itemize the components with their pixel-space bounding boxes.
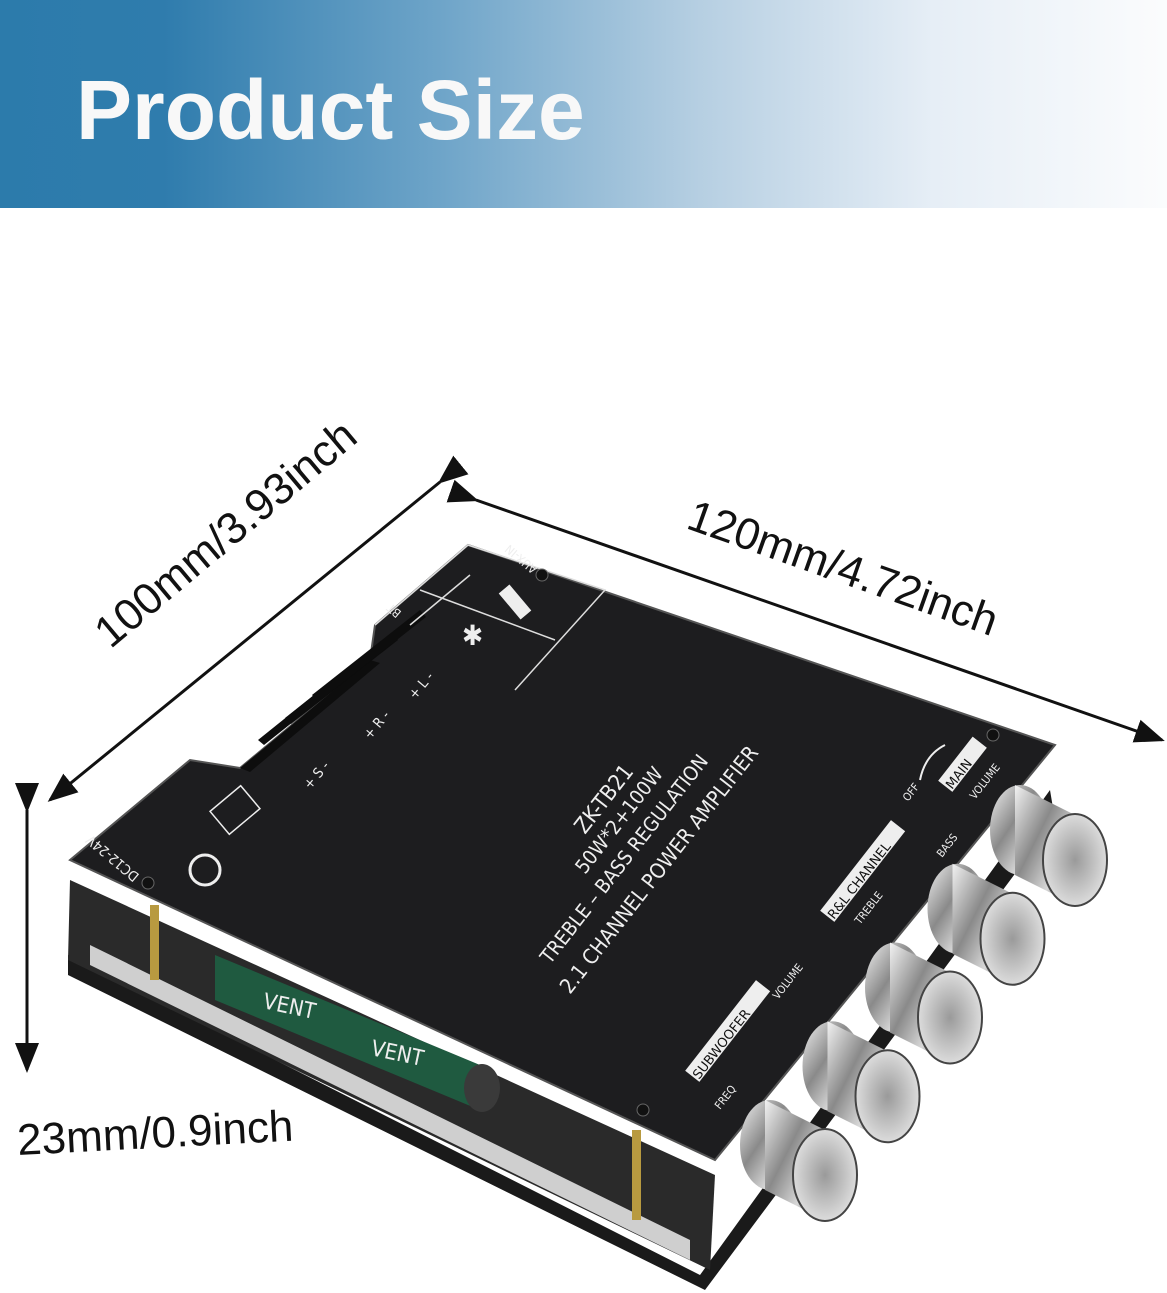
input-panel <box>374 544 607 691</box>
width-arrow <box>47 455 469 802</box>
aux-jack-icon <box>498 584 532 620</box>
knobs <box>740 785 1108 1222</box>
banner-title: Product Size <box>76 63 585 157</box>
volume-arc-icon <box>919 744 946 781</box>
knob-face <box>979 891 1046 986</box>
standoff <box>632 1130 641 1220</box>
height-label: 23mm/0.9inch <box>16 1102 295 1165</box>
length-arrow <box>446 479 1165 743</box>
width-label: 100mm/3.93inch <box>85 411 366 658</box>
knob-face <box>854 1049 921 1144</box>
knob-face <box>792 1128 858 1222</box>
volume-knob[interactable] <box>865 942 983 1065</box>
volume-knob[interactable] <box>990 785 1108 907</box>
knob-face <box>1042 813 1108 907</box>
amplifier-board: VENT VENT BT AUX-IN ✱ + S - + R - + L - <box>68 542 1108 1290</box>
title-banner: Product Size <box>0 0 1167 208</box>
bluetooth-icon: ✱ <box>462 619 483 652</box>
length-label: 120mm/4.72inch <box>681 491 1004 646</box>
volume-knob[interactable] <box>927 863 1046 986</box>
standoff <box>150 905 159 980</box>
dc-jack-icon <box>208 784 262 836</box>
knob-face <box>917 970 983 1065</box>
heatsink <box>240 610 426 772</box>
volume-knob[interactable] <box>740 1100 858 1222</box>
screws <box>141 568 1000 1117</box>
power-icon <box>188 853 222 887</box>
volume-knob[interactable] <box>802 1021 921 1144</box>
capacitor: VENT VENT <box>215 955 500 1112</box>
